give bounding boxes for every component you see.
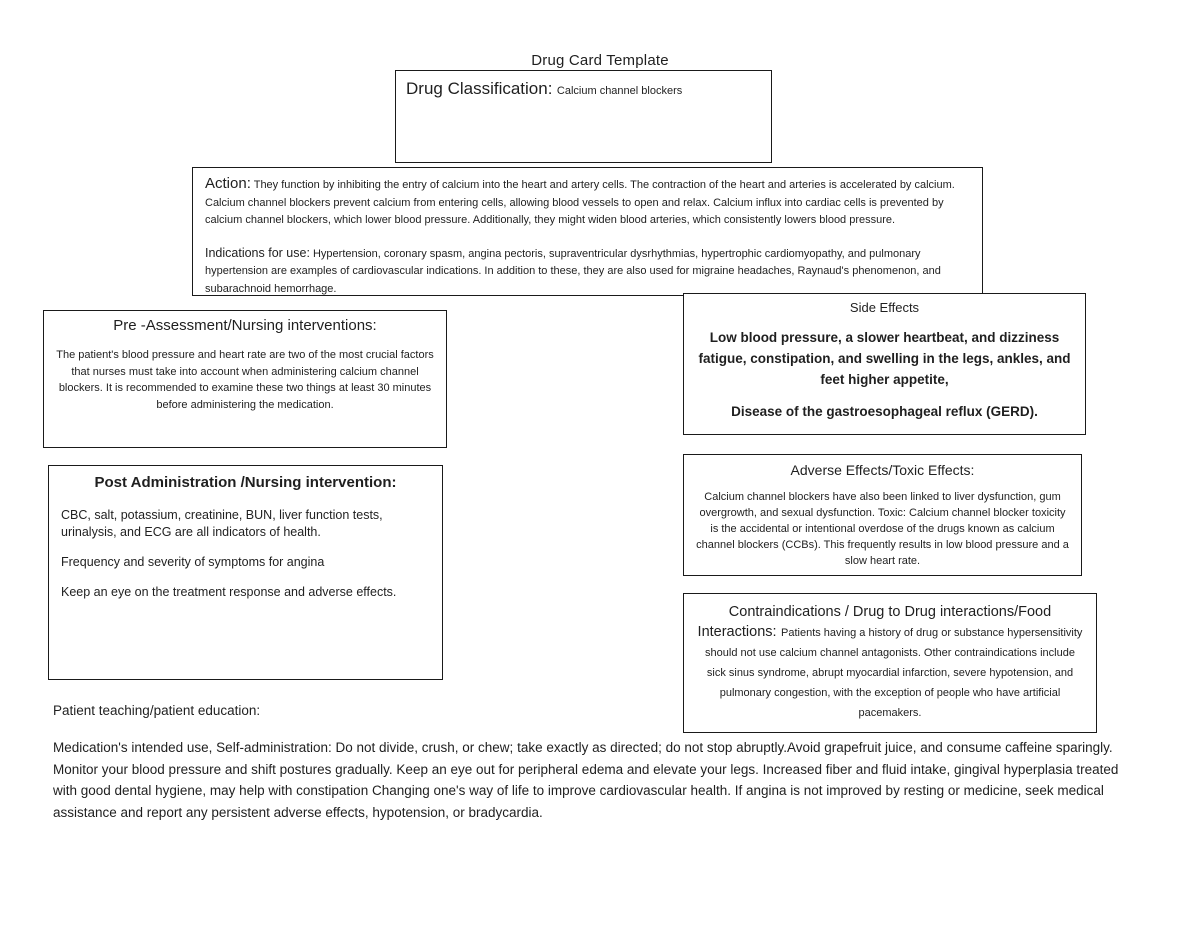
patient-teaching-section: Patient teaching/patient education: Medi… xyxy=(53,703,1137,823)
adverse-effects-title: Adverse Effects/Toxic Effects: xyxy=(790,462,975,478)
action-paragraph: Action: They function by inhibiting the … xyxy=(205,175,970,230)
document-title: Drug Card Template xyxy=(531,52,669,69)
post-administration-paragraph-1: CBC, salt, potassium, creatinine, BUN, l… xyxy=(61,508,383,539)
patient-teaching-title: Patient teaching/patient education: xyxy=(53,703,261,718)
side-effects-body-2: Disease of the gastroesophageal reflux (… xyxy=(731,404,1038,419)
indications-label: Indications for use: xyxy=(205,245,310,260)
pre-assessment-box: Pre -Assessment/Nursing interventions: T… xyxy=(43,310,447,448)
post-administration-title: Post Administration /Nursing interventio… xyxy=(94,474,397,491)
contraindications-paragraph: Contraindications / Drug to Drug interac… xyxy=(696,602,1084,722)
pre-assessment-body: The patient's blood pressure and heart r… xyxy=(56,349,434,411)
post-administration-box: Post Administration /Nursing interventio… xyxy=(48,465,443,680)
drug-classification-label: Drug Classification: xyxy=(406,79,553,98)
indications-paragraph: Indications for use: Hypertension, coron… xyxy=(205,245,970,299)
patient-teaching-body: Medication's intended use, Self-administ… xyxy=(53,740,1119,820)
contraindications-body: Patients having a history of drug or sub… xyxy=(705,627,1083,719)
adverse-effects-body: Calcium channel blockers have also been … xyxy=(696,491,1069,567)
contraindications-title: Contraindications / Drug to Drug interac… xyxy=(697,604,1052,640)
indications-body: Hypertension, coronary spasm, angina pec… xyxy=(205,247,941,295)
drug-classification-box: Drug Classification: Calcium channel blo… xyxy=(395,70,772,163)
action-label: Action: xyxy=(205,175,251,192)
side-effects-title: Side Effects xyxy=(849,300,920,315)
contraindications-box: Contraindications / Drug to Drug interac… xyxy=(683,593,1097,733)
post-administration-paragraph-2: Frequency and severity of symptoms for a… xyxy=(61,555,325,569)
side-effects-box: Side Effects Low blood pressure, a slowe… xyxy=(683,293,1086,435)
action-body: They function by inhibiting the entry of… xyxy=(205,179,955,226)
post-administration-paragraph-3: Keep an eye on the treatment response an… xyxy=(61,585,397,599)
adverse-effects-box: Adverse Effects/Toxic Effects: Calcium c… xyxy=(683,454,1082,576)
action-box: Action: They function by inhibiting the … xyxy=(192,167,983,296)
pre-assessment-title: Pre -Assessment/Nursing interventions: xyxy=(113,317,377,334)
drug-classification-value: Calcium channel blockers xyxy=(556,85,683,97)
side-effects-body-1: Low blood pressure, a slower heartbeat, … xyxy=(698,330,1071,387)
